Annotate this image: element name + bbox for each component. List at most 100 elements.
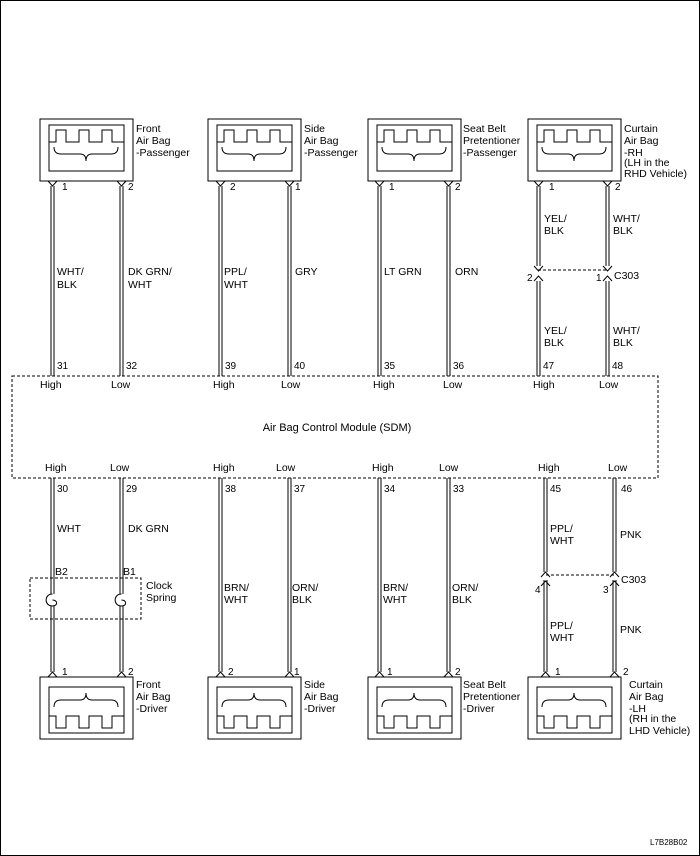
pin-number: 2 — [455, 182, 461, 193]
connector-curtain-airbag-rh — [527, 118, 622, 182]
pin-number: 1 — [294, 667, 300, 678]
sdm-pin-number: 30 — [57, 484, 69, 495]
pin-number: 1 — [555, 667, 561, 678]
connector-id-c303: C303 — [614, 270, 639, 282]
wire-color: ORN — [455, 266, 478, 278]
sdm-pin-number: 29 — [126, 484, 138, 495]
wire-color: YEL/BLK — [544, 213, 567, 237]
pin-number: 1 — [62, 667, 68, 678]
wire-color: WHT/BLK — [57, 266, 84, 291]
signal-label: Low — [110, 462, 130, 474]
pin-number: 1 — [389, 182, 395, 193]
wire-color: PPL/WHT — [550, 620, 574, 644]
sdm-pin-number: 47 — [543, 361, 555, 372]
sdm-pin-number: 33 — [453, 484, 465, 495]
sdm-pin-number: 32 — [126, 361, 138, 372]
signal-label: Low — [443, 379, 463, 391]
wire-color: GRY — [295, 266, 318, 278]
signal-label: High — [45, 462, 67, 474]
connector-seatbelt-pretensioner-driver — [367, 676, 462, 740]
signal-label: Low — [439, 462, 459, 474]
wire-color: WHT/BLK — [613, 325, 640, 349]
pin-number: 2 — [228, 667, 234, 678]
signal-label: High — [373, 379, 395, 391]
connector-front-airbag-passenger — [39, 118, 134, 182]
wire-color: WHT/BLK — [613, 213, 640, 237]
connector-curtain-airbag-lh — [527, 676, 622, 740]
wire-color: PPL/WHT — [550, 523, 574, 547]
signal-label: Low — [599, 379, 619, 391]
sdm-pin-number: 35 — [384, 361, 396, 372]
wire-color: DK GRN/WHT — [128, 266, 172, 291]
pin-number: 1 — [596, 273, 602, 284]
pin-number: 2 — [527, 273, 533, 284]
figure-code: L7B28B02 — [650, 838, 688, 847]
pin-number: 2 — [128, 667, 134, 678]
sdm-module: Air Bag Control Module (SDM) — [11, 375, 659, 479]
sdm-pin-number: 31 — [57, 361, 69, 372]
signal-label: High — [213, 379, 235, 391]
wire-color: BRN/WHT — [224, 582, 249, 606]
sdm-pin-number: 37 — [294, 484, 306, 495]
wire-color: PPL/WHT — [224, 266, 248, 291]
pin-number: 2 — [615, 182, 621, 193]
sdm-pin-number: 40 — [294, 361, 306, 372]
signal-label: Low — [276, 462, 296, 474]
wires-top — [47, 180, 613, 376]
wire-color: WHT — [57, 523, 81, 535]
sdm-pin-number: 39 — [225, 361, 237, 372]
connector-seatbelt-pretensioner-passenger — [367, 118, 462, 182]
pin-number: B2 — [55, 566, 68, 578]
wire-color: BRN/WHT — [383, 582, 408, 606]
pin-number: B1 — [123, 566, 136, 578]
connector-front-airbag-driver — [39, 676, 134, 740]
signal-label: High — [533, 379, 555, 391]
wire-color: PNK — [620, 624, 642, 636]
pin-number: 2 — [128, 182, 134, 193]
connector-id-c303: C303 — [621, 574, 646, 586]
pin-number: 2 — [455, 667, 461, 678]
wire-color: ORN/BLK — [452, 582, 478, 606]
pin-number: 1 — [387, 667, 393, 678]
sdm-pin-number: 46 — [621, 484, 633, 495]
sdm-pin-number: 45 — [550, 484, 562, 495]
signal-label: Low — [111, 379, 131, 391]
sdm-pin-number: 48 — [612, 361, 624, 372]
pin-number: 2 — [230, 182, 236, 193]
signal-label: High — [40, 379, 62, 391]
pin-number: 1 — [549, 182, 555, 193]
pin-number: 4 — [535, 585, 541, 596]
wires-bottom — [29, 478, 620, 678]
signal-label: Low — [608, 462, 628, 474]
sdm-pin-number: 34 — [384, 484, 396, 495]
sdm-title: Air Bag Control Module (SDM) — [263, 422, 412, 434]
wire-color: ORN/BLK — [292, 582, 318, 606]
signal-label: High — [538, 462, 560, 474]
signal-label: High — [372, 462, 394, 474]
wire-color: YEL/BLK — [544, 325, 567, 349]
sdm-pin-number: 36 — [453, 361, 465, 372]
signal-label: Low — [281, 379, 301, 391]
signal-label: High — [213, 462, 235, 474]
connector-side-airbag-passenger — [207, 118, 302, 182]
pin-number: 3 — [603, 585, 609, 596]
wire-color: PNK — [620, 529, 642, 541]
wire-color: DK GRN — [128, 523, 169, 535]
wire-color: LT GRN — [384, 266, 422, 278]
connector-side-airbag-driver — [207, 676, 302, 740]
pin-number: 2 — [623, 667, 629, 678]
pin-number: 1 — [295, 182, 301, 193]
pin-number: 1 — [62, 182, 68, 193]
sdm-pin-number: 38 — [225, 484, 237, 495]
